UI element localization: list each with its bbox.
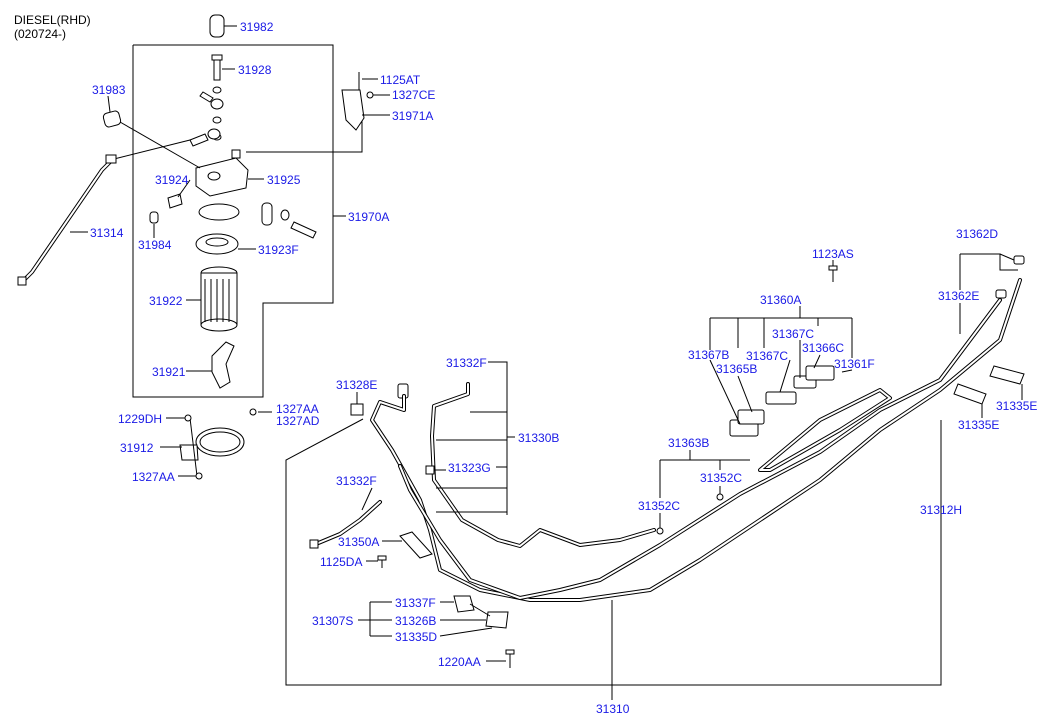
bracket-leader-31971A xyxy=(246,120,363,153)
connector-assembly-31307S xyxy=(453,595,509,629)
label-31312H: 31312H xyxy=(920,503,962,517)
fitting-31924 xyxy=(167,193,183,209)
label-1123AS: 1123AS xyxy=(812,247,854,261)
leader-lines xyxy=(70,25,1023,662)
filter-element-31922 xyxy=(200,266,238,332)
label-1327AA-bottom: 1327AA xyxy=(132,470,175,484)
label-31925: 31925 xyxy=(267,173,301,187)
label-31970A: 31970A xyxy=(348,210,389,224)
label-31921: 31921 xyxy=(152,365,186,379)
fuel-line-31314 xyxy=(17,154,117,286)
label-31335E-left: 31335E xyxy=(958,418,999,432)
connector-31362D xyxy=(995,255,1025,299)
label-31350A: 31350A xyxy=(338,535,379,549)
banjo-fitting-right xyxy=(261,202,317,239)
sensor-31921 xyxy=(211,341,235,389)
diagram-header-model: DIESEL(RHD) xyxy=(14,13,91,27)
bracket-31971A xyxy=(341,72,374,131)
label-31983: 31983 xyxy=(92,83,126,97)
clip-31350A xyxy=(399,531,433,559)
hose-fitting-upper xyxy=(189,128,221,147)
label-31330B: 31330B xyxy=(518,431,559,445)
label-31367C-top: 31367C xyxy=(772,327,814,341)
bolt-1125DA xyxy=(377,555,387,568)
tube-bundle-31360A xyxy=(758,388,892,472)
label-31362D: 31362D xyxy=(956,227,998,241)
label-1327CE: 1327CE xyxy=(392,88,435,102)
label-31332F-top: 31332F xyxy=(446,356,487,370)
label-31924: 31924 xyxy=(155,173,189,187)
label-31367C-mid: 31367C xyxy=(746,349,788,363)
connector-31328E xyxy=(350,403,364,416)
label-1327AD: 1327AD xyxy=(276,414,320,428)
label-31984: 31984 xyxy=(138,238,172,252)
label-31314: 31314 xyxy=(90,226,124,240)
label-31352C-right: 31352C xyxy=(700,471,742,485)
hose-leader-31983 xyxy=(109,121,201,169)
label-31912: 31912 xyxy=(120,441,154,455)
label-31310: 31310 xyxy=(596,702,630,716)
bolt-31928 xyxy=(211,54,223,81)
filter-head-31925 xyxy=(195,149,249,197)
label-31362E: 31362E xyxy=(938,289,979,303)
clamp-31912 xyxy=(179,408,257,480)
main-tube-box-31310 xyxy=(285,418,942,686)
clip-set-31360A xyxy=(729,365,835,437)
label-31922: 31922 xyxy=(149,294,183,308)
label-31928: 31928 xyxy=(238,63,272,77)
eye-bolt-upper xyxy=(199,91,224,110)
label-1125AT: 1125AT xyxy=(380,73,421,87)
feed-line-main xyxy=(370,278,1022,602)
label-31982: 31982 xyxy=(240,20,274,34)
o-ring-large xyxy=(198,203,240,221)
connector-31323G xyxy=(425,465,435,475)
label-31367B: 31367B xyxy=(688,348,729,362)
plug-31984 xyxy=(149,211,159,224)
label-31366C: 31366C xyxy=(802,341,844,355)
label-31332F-mid: 31332F xyxy=(336,474,377,488)
clip-31335E-left xyxy=(953,383,987,405)
part-labels: 31982 31928 31983 1125AT 1327CE 31971A 3… xyxy=(90,20,1037,716)
vapor-line-31332F xyxy=(309,500,382,549)
label-1220AA: 1220AA xyxy=(438,655,481,669)
label-31971A: 31971A xyxy=(392,109,433,123)
label-31923F: 31923F xyxy=(258,243,299,257)
fuel-filter-cap-31982 xyxy=(209,14,225,38)
seal-rings-top xyxy=(212,86,222,141)
filter-assembly-box xyxy=(132,44,334,398)
label-31352C-left: 31352C xyxy=(638,499,680,513)
label-31360A: 31360A xyxy=(760,293,801,307)
label-31326B: 31326B xyxy=(395,614,436,628)
drain-plug-31983 xyxy=(102,110,122,128)
label-1229DH: 1229DH xyxy=(118,412,162,426)
label-31365B: 31365B xyxy=(716,362,757,376)
filter-cover-31923F xyxy=(195,233,239,255)
label-1327AA-top: 1327AA xyxy=(276,402,319,416)
label-1125DA: 1125DA xyxy=(320,555,362,569)
label-31361F: 31361F xyxy=(834,357,875,371)
clip-31335E-right xyxy=(989,365,1025,385)
label-31328E: 31328E xyxy=(336,378,377,392)
label-31337F: 31337F xyxy=(395,596,436,610)
bolt-1220AA xyxy=(505,649,515,668)
diagram-header-date: (020724-) xyxy=(14,27,66,41)
label-31363B: 31363B xyxy=(668,436,709,450)
bolt-1123AS xyxy=(828,265,838,282)
return-line-31312H xyxy=(398,298,1002,600)
label-31307S: 31307S xyxy=(312,614,353,628)
label-31335D: 31335D xyxy=(395,630,437,644)
label-31335E-right: 31335E xyxy=(996,399,1037,413)
label-31323G: 31323G xyxy=(448,461,491,475)
return-line-31330B xyxy=(430,382,656,548)
